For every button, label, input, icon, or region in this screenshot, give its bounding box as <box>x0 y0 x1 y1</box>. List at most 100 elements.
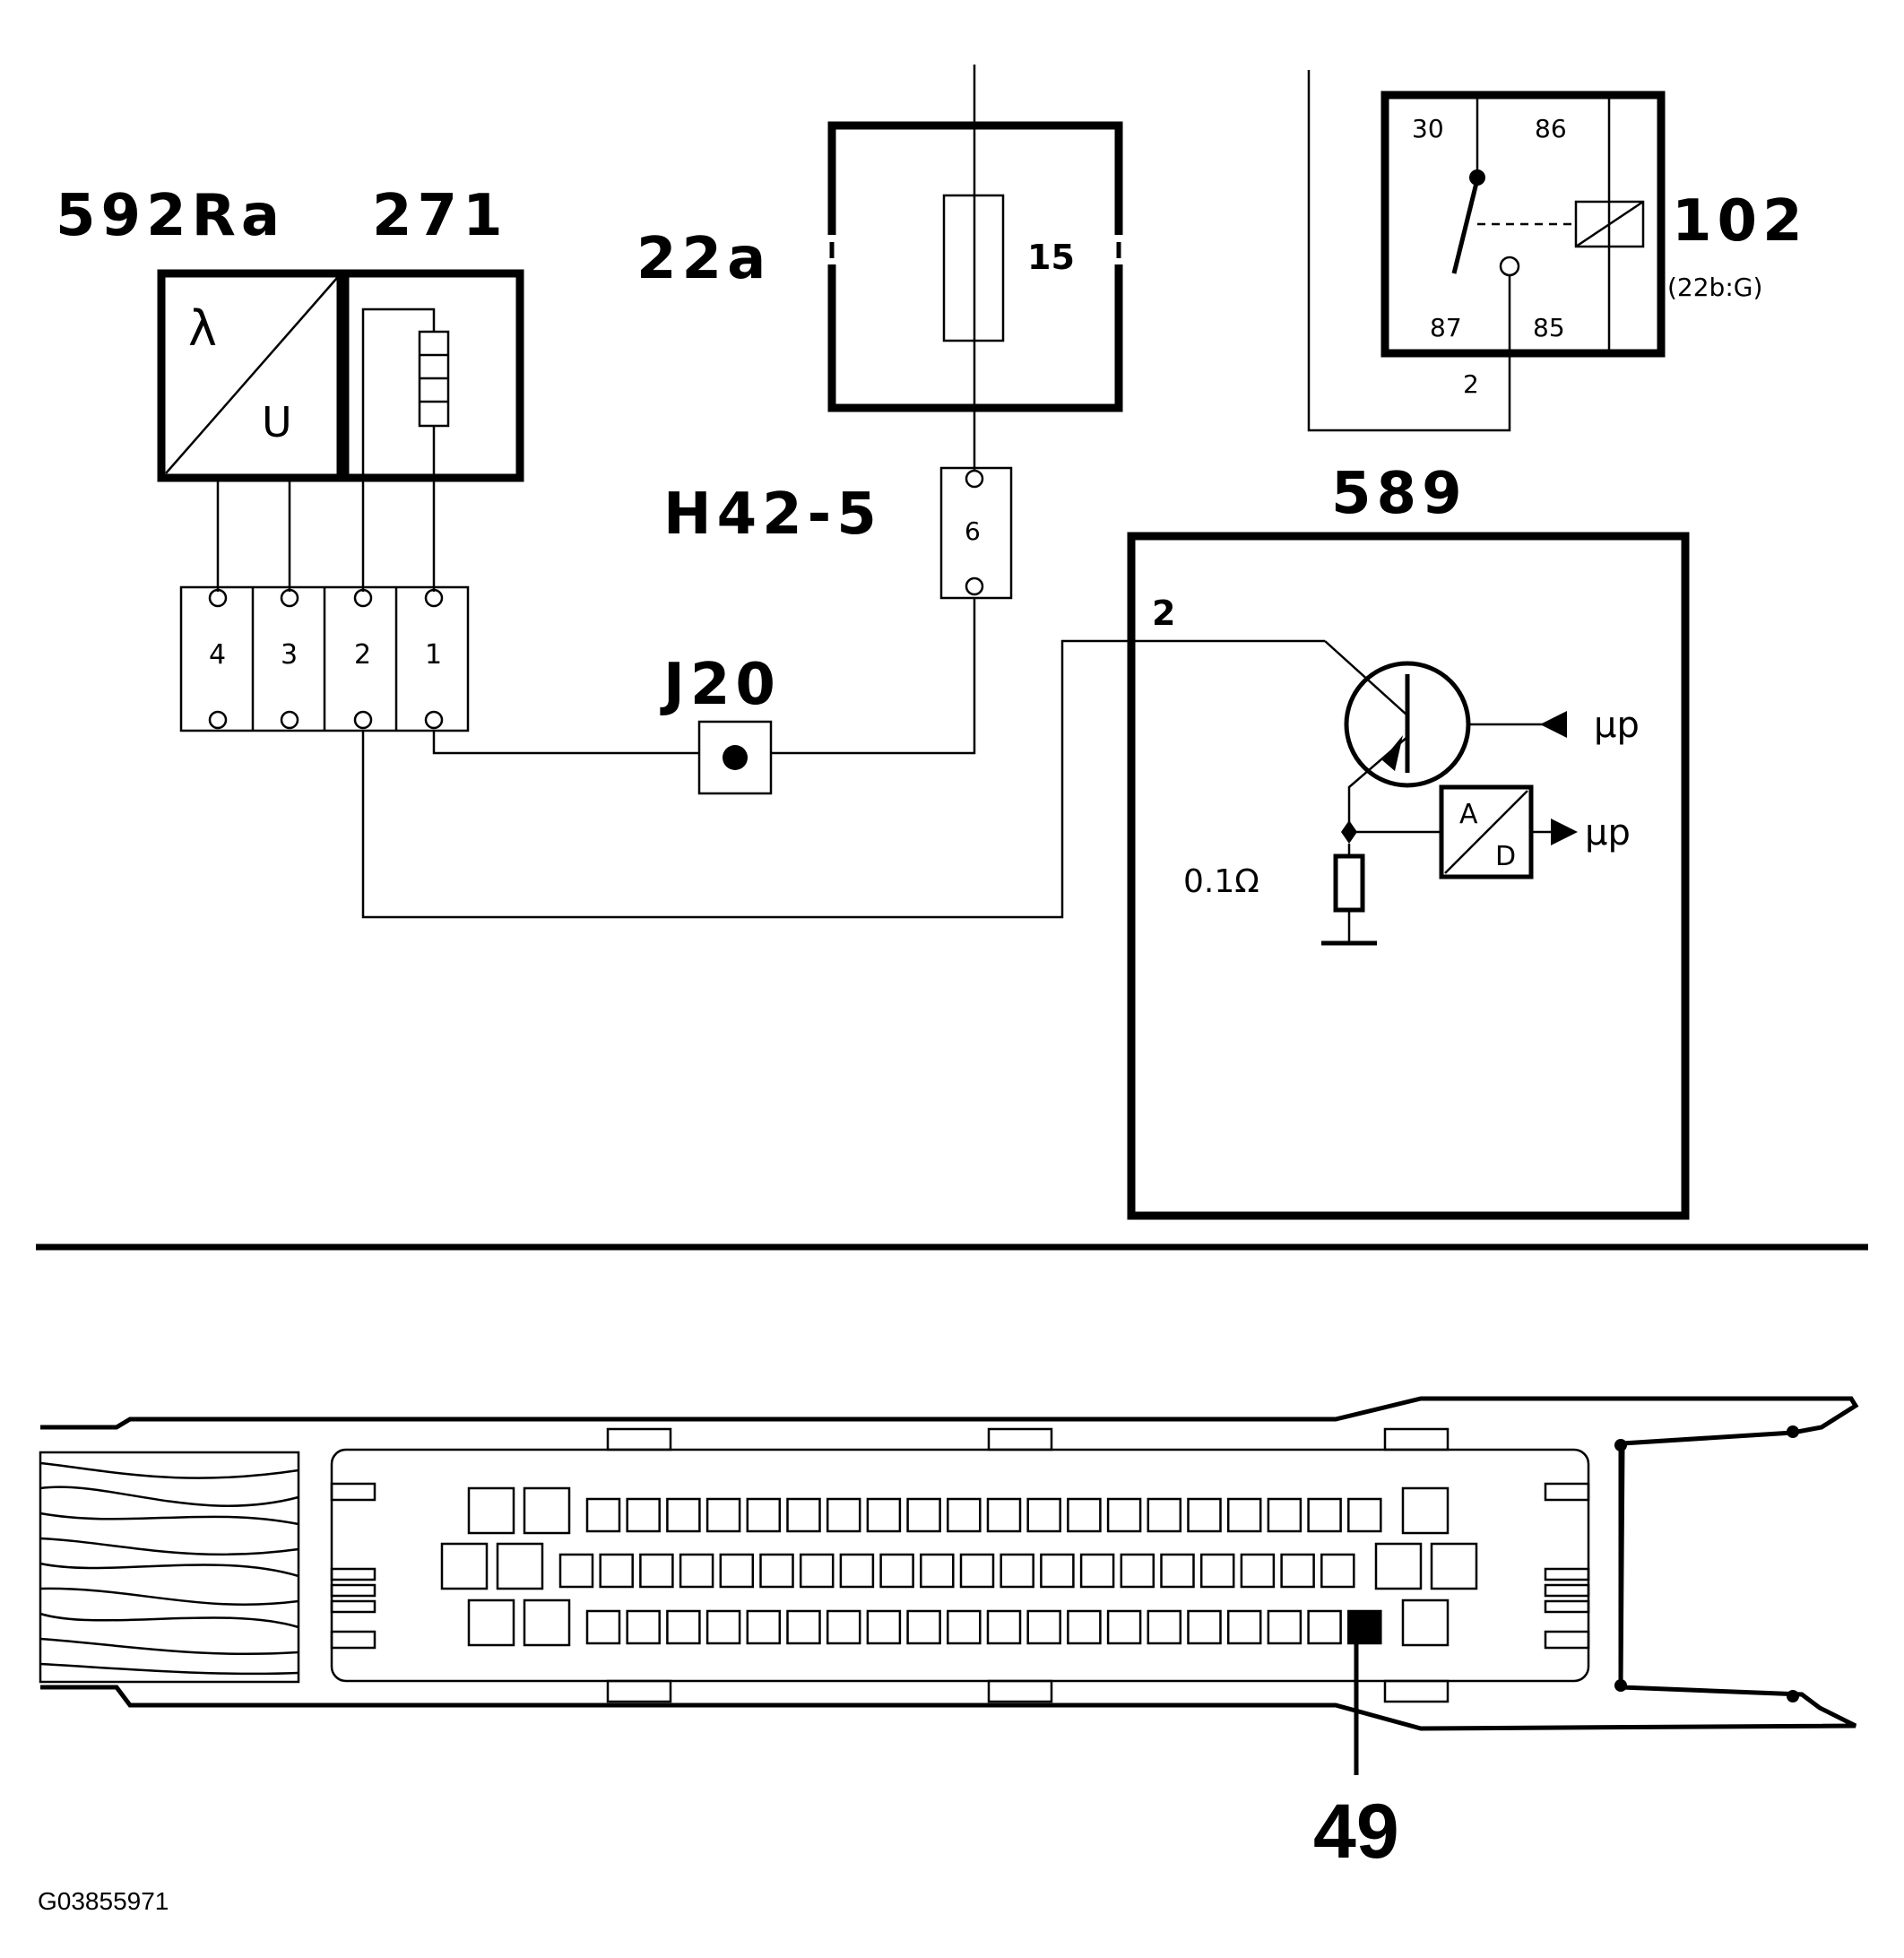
relay-102: 102 (22b:G) 30 86 87 85 2 <box>1307 70 1808 432</box>
pin <box>599 1553 634 1589</box>
pin <box>1347 1497 1382 1533</box>
pin <box>626 1497 661 1533</box>
pin <box>1000 1553 1034 1589</box>
mp-label-1: µp <box>1594 705 1640 746</box>
pin <box>1267 1609 1303 1645</box>
pin <box>1280 1553 1315 1589</box>
pin <box>1026 1497 1061 1533</box>
pin <box>1187 1609 1222 1645</box>
pin <box>1026 1609 1061 1645</box>
pin <box>746 1497 782 1533</box>
large-pin <box>523 1598 571 1647</box>
pin <box>705 1497 741 1533</box>
pin <box>799 1553 835 1589</box>
connector-pin-grid <box>440 1486 1478 1647</box>
relay-wire-pin-2: 2 <box>1463 369 1479 399</box>
pin <box>679 1553 714 1589</box>
pin <box>826 1609 861 1645</box>
sensor-diagonal <box>165 277 338 474</box>
relay-pin-30: 30 <box>1412 114 1444 143</box>
arrow-mp-2 <box>1551 819 1578 845</box>
ecu-connector: 49 <box>39 1396 1859 1875</box>
pin <box>1147 1609 1182 1645</box>
sensor-pin-1: 1 <box>425 639 442 671</box>
h42-pin-6: 6 <box>965 516 981 546</box>
pin <box>639 1553 674 1589</box>
pin <box>746 1609 782 1645</box>
large-pin <box>440 1542 489 1590</box>
ecu-589: 589 2 µp A D µp 0.1Ω <box>1127 461 1690 1220</box>
wire-pin2-ecu <box>361 639 1325 919</box>
pin <box>1240 1553 1276 1589</box>
fuse-box-22a: 22a 15 <box>636 121 1123 412</box>
pin <box>826 1497 861 1533</box>
sensor-pin-4: 4 <box>209 639 226 671</box>
pin <box>1079 1553 1115 1589</box>
pin <box>1106 1609 1142 1645</box>
shunt-resistor <box>1333 853 1365 913</box>
label-102: 102 <box>1672 188 1808 255</box>
wire-bundle <box>39 1451 300 1684</box>
pin <box>558 1553 594 1589</box>
lambda-symbol: λ <box>188 300 217 357</box>
pin <box>759 1553 794 1589</box>
splice-j20: J20 <box>660 652 781 795</box>
mp-label-2: µp <box>1585 812 1631 853</box>
arrow-mp-1 <box>1540 711 1567 738</box>
wire-j20-h42 <box>771 598 976 755</box>
pin <box>585 1609 621 1645</box>
relay-pin-86: 86 <box>1535 114 1567 143</box>
label-h42-5: H42-5 <box>663 481 882 548</box>
pin <box>959 1553 995 1589</box>
connector-h42-5: H42-5 6 <box>663 466 1013 600</box>
pin <box>1106 1497 1142 1533</box>
large-pin <box>1401 1486 1450 1535</box>
resistor-value: 0.1Ω <box>1183 863 1259 900</box>
large-pin <box>523 1486 571 1535</box>
lambda-sensor-592ra-271: 592Ra 271 λ U <box>56 183 524 482</box>
large-pin <box>496 1542 544 1590</box>
sensor-converter-box <box>157 269 345 482</box>
pin <box>947 1609 982 1645</box>
adc-a: A <box>1459 799 1478 830</box>
label-592ra: 592Ra <box>56 183 285 249</box>
label-589: 589 <box>1331 461 1467 527</box>
pin <box>947 1497 982 1533</box>
pin-49-highlighted <box>1347 1609 1382 1645</box>
label-j20: J20 <box>660 652 781 718</box>
pin <box>1226 1497 1262 1533</box>
pin <box>719 1553 755 1589</box>
large-pin <box>1430 1542 1478 1590</box>
relay-pin-87: 87 <box>1430 313 1462 342</box>
sensor-heater-box <box>341 269 524 482</box>
figure-code: G03855971 <box>38 1887 169 1915</box>
pin <box>1040 1553 1075 1589</box>
label-22a: 22a <box>636 226 771 292</box>
connector-face <box>330 1448 1590 1683</box>
voltage-symbol: U <box>262 398 292 446</box>
pin <box>1307 1609 1342 1645</box>
large-pin <box>467 1486 515 1535</box>
pin <box>1307 1497 1342 1533</box>
pin <box>920 1553 955 1589</box>
sensor-connector: 4 3 2 1 <box>179 585 470 732</box>
pin <box>1120 1553 1155 1589</box>
pin <box>786 1497 821 1533</box>
ecu-pin-2: 2 <box>1152 593 1175 633</box>
relay-location: (22b:G) <box>1667 273 1762 302</box>
large-pin <box>467 1598 515 1647</box>
large-pin <box>1401 1598 1450 1647</box>
pin <box>666 1497 701 1533</box>
pin <box>705 1609 741 1645</box>
pin <box>585 1497 621 1533</box>
adc-d: D <box>1495 841 1516 872</box>
pin <box>866 1609 902 1645</box>
pin <box>986 1497 1022 1533</box>
label-fuse-15: 15 <box>1027 238 1075 277</box>
pin <box>1199 1553 1235 1589</box>
pin <box>986 1609 1022 1645</box>
sensor-pin-2: 2 <box>354 639 371 671</box>
relay-coil <box>1574 200 1645 248</box>
pin <box>879 1553 914 1589</box>
